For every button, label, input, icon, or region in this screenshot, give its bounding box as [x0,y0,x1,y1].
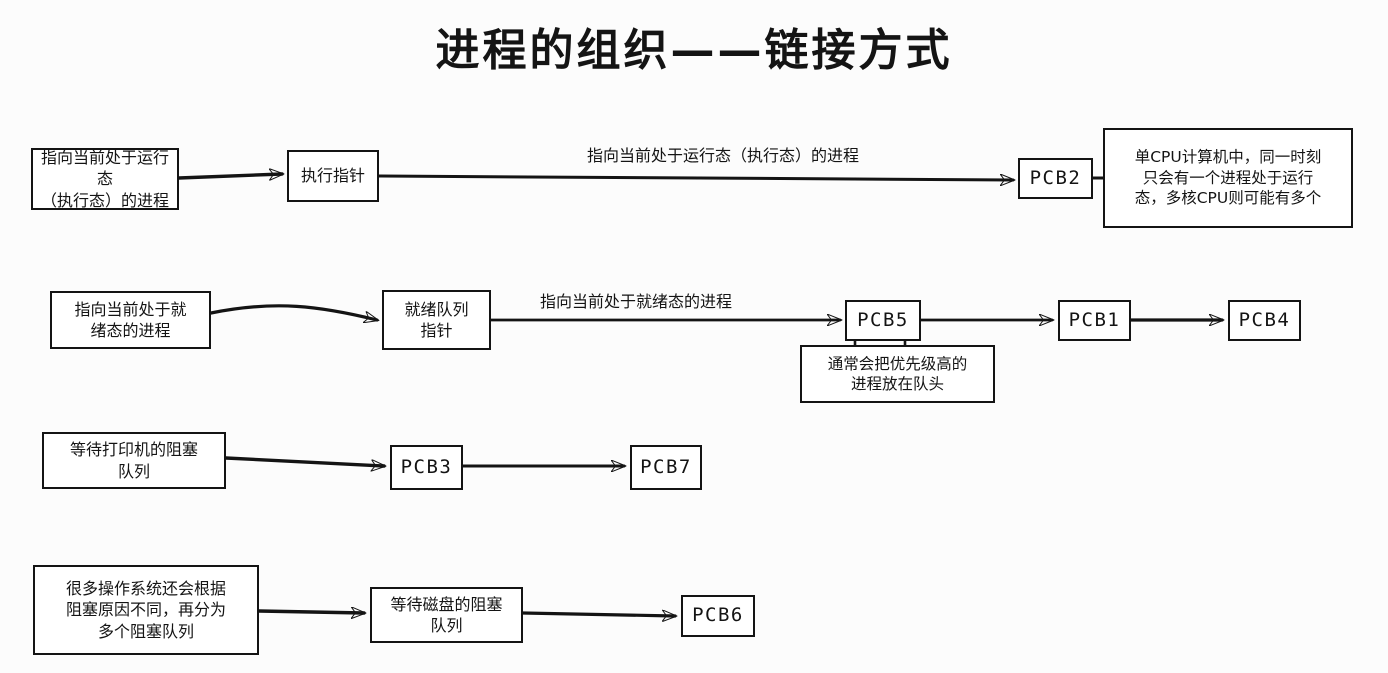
pcb-node-pcb4[interactable]: PCB4 [1228,300,1301,341]
ready-note-box[interactable]: 通常会把优先级高的 进程放在队头 [800,345,995,403]
pcb-node-pcb3[interactable]: PCB3 [390,445,463,490]
pcb-node-pcb2[interactable]: PCB2 [1018,158,1093,199]
ready-source-box[interactable]: 指向当前处于就 绪态的进程 [50,291,211,349]
running-note-box[interactable]: 单CPU计算机中，同一时刻 只会有一个进程处于运行 态，多核CPU则可能有多个 [1103,128,1353,228]
running-pointer-box[interactable]: 执行指针 [287,150,379,202]
ready-edge-label: 指向当前处于就绪态的进程 [540,292,733,311]
running-edge-label: 指向当前处于运行态（执行态）的进程 [587,146,860,165]
printer-source-box[interactable]: 等待打印机的阻塞 队列 [42,432,226,489]
pcb-node-pcb1[interactable]: PCB1 [1058,300,1131,341]
page-title: 进程的组织——链接方式 [435,25,953,76]
pcb-node-pcb6[interactable]: PCB6 [681,595,755,637]
pcb-node-pcb7[interactable]: PCB7 [630,445,702,490]
disk-source-box[interactable]: 很多操作系统还会根据 阻塞原因不同，再分为 多个阻塞队列 [33,565,259,655]
disk-pointer-box[interactable]: 等待磁盘的阻塞 队列 [370,587,523,643]
ready-pointer-box[interactable]: 就绪队列 指针 [382,290,491,350]
running-source-box[interactable]: 指向当前处于运行态 （执行态）的进程 [31,148,179,210]
pcb-node-pcb5[interactable]: PCB5 [845,300,921,341]
